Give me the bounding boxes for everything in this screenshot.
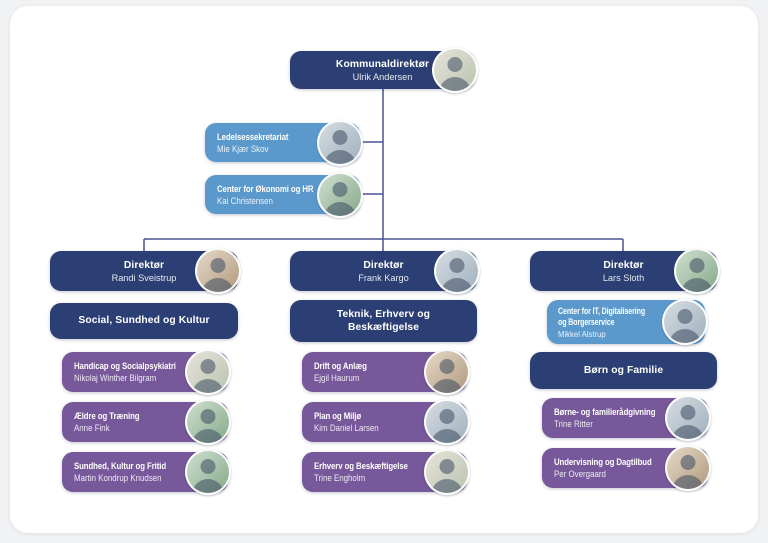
node-person: Martin Kondrup Knudsen: [74, 473, 162, 483]
node-direktor-born: Direktør Lars Sloth: [530, 248, 720, 294]
node-person: Kim Daniel Larsen: [314, 423, 379, 433]
node-title: Undervisning og Dagtilbud: [554, 457, 652, 467]
node-person: Mikkel Alstrup: [558, 328, 606, 339]
node-person: Lars Sloth: [602, 272, 645, 283]
node-person: Kai Christensen: [217, 195, 273, 206]
photo-per-overgaard: [665, 445, 711, 491]
node-title: Center for Økonomi og HR: [217, 183, 314, 194]
photo-trine-ritter: [665, 395, 711, 441]
node-teknik-erhverv-og-beskaeftigelse: Teknik, Erhverv og Beskæftigelse: [290, 300, 477, 342]
photo-ulrik-andersen: [432, 47, 478, 93]
photo-kim-daniel-larsen: [424, 399, 470, 445]
node-title: Drift og Anlæg: [314, 361, 367, 371]
node-person: Ulrik Andersen: [352, 71, 413, 82]
node-person: Nikolaj Winther Bilgram: [74, 373, 157, 383]
node-plan-og-miljo: Plan og Miljø Kim Daniel Larsen: [302, 399, 470, 445]
node-erhverv-og-beskaeftigelse: Erhverv og Beskæftigelse Trine Engholm: [302, 449, 470, 495]
node-center-for-it-digitalisering-og-borgerservice: Center for IT, Digitalisering og Borgers…: [547, 299, 708, 345]
node-direktor-social: Direktør Randi Sveistrup: [50, 248, 241, 294]
node-title: Direktør: [363, 259, 404, 271]
node-person: Trine Engholm: [314, 473, 366, 483]
node-social-sundhed-og-kultur: Social, Sundhed og Kultur: [50, 303, 238, 339]
node-title: Ledelsessekretariat: [217, 131, 289, 142]
node-person: Mie Kjær Skov: [217, 143, 269, 154]
node-title: Ældre og Træning: [74, 411, 140, 421]
photo-anne-fink: [185, 399, 231, 445]
node-undervisning-og-dagtilbud: Undervisning og Dagtilbud Per Overgaard: [542, 445, 711, 491]
node-title: Erhverv og Beskæftigelse: [314, 461, 408, 471]
node-person: Ejgil Haurum: [314, 373, 360, 383]
node-kommunaldirektor: Kommunaldirektør Ulrik Andersen: [290, 47, 478, 93]
node-aeldre-og-traening: Ældre og Træning Anne Fink: [62, 399, 231, 445]
photo-lars-sloth: [674, 248, 720, 294]
node-person: Randi Sveistrup: [111, 272, 177, 283]
photo-frank-kargo: [434, 248, 480, 294]
photo-trine-engholm: [424, 449, 470, 495]
node-title-line2: og Borgerservice: [558, 316, 615, 327]
node-title: Plan og Miljø: [314, 411, 362, 421]
node-title: Direktør: [603, 259, 644, 271]
node-title: Kommunaldirektør: [335, 58, 430, 70]
node-drift-og-anlaeg: Drift og Anlæg Ejgil Haurum: [302, 349, 470, 395]
photo-nikolaj-winther-bilgram: [185, 349, 231, 395]
node-title: Handicap og Socialpsykiatri: [74, 361, 176, 371]
photo-mie-kjaer-skov: [317, 119, 363, 166]
node-person: Frank Kargo: [358, 272, 409, 283]
photo-martin-kondrup-knudsen: [185, 449, 231, 495]
node-handicap-og-socialpsykiatri: Handicap og Socialpsykiatri Nikolaj Wint…: [62, 349, 231, 395]
node-title: Sundhed, Kultur og Fritid: [74, 461, 167, 471]
node-born-og-familie: Børn og Familie: [530, 352, 717, 389]
node-sundhed-kultur-og-fritid: Sundhed, Kultur og Fritid Martin Kondrup…: [62, 449, 231, 495]
node-title: Direktør: [123, 259, 165, 271]
photo-randi-sveistrup: [195, 248, 241, 294]
node-title-line1: Center for IT, Digitalisering: [558, 305, 646, 316]
photo-kai-christensen: [317, 171, 363, 218]
node-borne-og-familieradgivning: Børne- og familierådgivning Trine Ritter: [542, 395, 711, 441]
node-center-for-okonomi-og-hr: Center for Økonomi og HR Kai Christensen: [205, 171, 363, 218]
photo-mikkel-alstrup: [662, 299, 708, 345]
node-ledelsessekretariat: Ledelsessekretariat Mie Kjær Skov: [205, 119, 363, 166]
node-person: Per Overgaard: [554, 469, 606, 479]
node-title: Børne- og familierådgivning: [554, 407, 656, 417]
photo-ejgil-haurum: [424, 349, 470, 395]
node-person: Anne Fink: [74, 423, 110, 433]
node-direktor-teknik: Direktør Frank Kargo: [290, 248, 480, 294]
node-person: Trine Ritter: [554, 419, 593, 429]
